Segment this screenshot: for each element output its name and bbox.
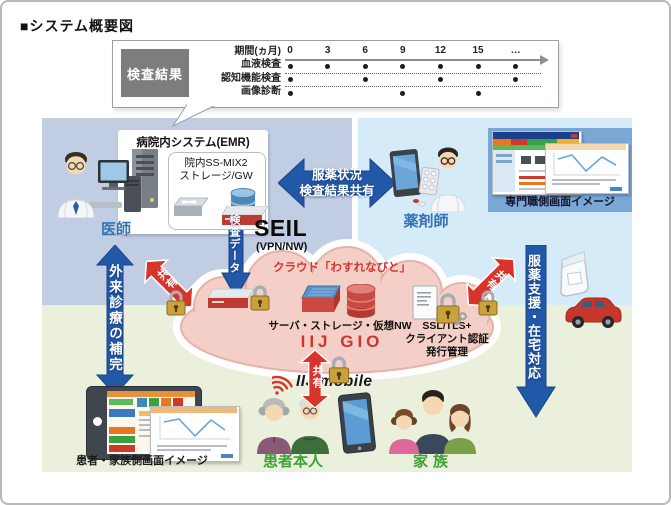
network-switch-icon	[174, 197, 208, 216]
mobile-signal-icon	[272, 375, 293, 395]
pro-chart-line	[553, 153, 620, 176]
timeline-dot	[287, 63, 293, 69]
callout-tail	[172, 104, 218, 127]
cloud-infra-label: サーバ・ストレージ・仮想NW	[268, 320, 412, 332]
patient-chart-line	[159, 416, 231, 440]
family-label: 家族	[412, 453, 453, 470]
timeline-column-label: 3	[324, 45, 331, 56]
cloud-router-icon	[208, 288, 254, 308]
ssmix-line2: ストレージ/GW	[179, 169, 253, 182]
exam-results-callout: 検査結果 期間(ヵ月) 0 3 6 9 12 15 … 血液検査認知機能検査画像診断	[112, 40, 559, 108]
pro-screen-caption: 専門職側画面イメージ	[505, 196, 615, 208]
patient-label: 患者本人	[262, 453, 323, 470]
exam-results-label: 検査結果	[121, 49, 189, 97]
seil-label: SEIL	[254, 215, 308, 241]
medication-share-arrow-label: 服薬状況 検査結果共有	[278, 167, 396, 199]
timeline-separator	[285, 72, 541, 74]
outpatient-flow-arrow	[95, 245, 135, 395]
emr-system-title: 病院内システム(EMR)	[136, 137, 250, 149]
home-tablet-icon	[337, 392, 376, 454]
timeline-column-label: 9	[400, 45, 406, 56]
outpatient-flow-label: 外来診療の補完	[107, 264, 122, 373]
seil-sub-label: (VPN/NW)	[256, 241, 308, 253]
patient-chart-window	[150, 406, 240, 462]
pharmacist-label: 薬剤師	[403, 213, 449, 230]
padlock-icon	[478, 290, 498, 316]
exam-data-arrow-label: 検査データ	[228, 214, 240, 274]
timeline-separator	[285, 86, 541, 88]
padlock-icon	[166, 290, 186, 316]
certificate-icon	[412, 285, 438, 320]
share-arrow-bottom-label: 共有	[311, 365, 323, 389]
medication-share-arrow	[278, 157, 396, 209]
timeline-axis-arrow-icon	[540, 55, 549, 65]
patient-screen-caption: 患者・家族側画面イメージ	[76, 455, 208, 467]
timeline-row-label: 血液検査	[241, 59, 281, 71]
timeline-dot	[400, 63, 406, 69]
timeline-dot	[362, 77, 368, 82]
share-arrow-bottom: 共有	[296, 349, 334, 414]
page-title: ■システム概要図	[20, 18, 135, 34]
pro-screen-chart-window	[545, 143, 629, 194]
share-arrow-right: 共有	[455, 246, 527, 318]
pharmacist-illustration	[389, 147, 466, 212]
timeline-period-label: 期間(ヵ月)	[234, 46, 281, 57]
ssl-line3: 発行管理	[426, 346, 468, 358]
timeline-dot	[362, 63, 368, 69]
timeline-row-label: 認知機能検査	[221, 72, 281, 84]
medicine-bag-icon	[560, 250, 589, 297]
seil-router-icon	[222, 206, 268, 225]
timeline-dot	[437, 77, 443, 82]
padlock-icon	[328, 356, 350, 384]
homecare-flow-label: 服薬支援・在宅対応	[526, 254, 541, 380]
exam-timeline: 期間(ヵ月) 0 3 6 9 12 15 … 血液検査認知機能検査画像診断	[113, 41, 558, 107]
timeline-column-label: 12	[434, 45, 446, 56]
timeline-column-label: 6	[362, 45, 368, 56]
timeline-dot	[287, 90, 293, 96]
ssmix-line1: 院内SS-MIX2	[184, 157, 248, 169]
timeline-dot	[437, 63, 443, 69]
share-arrow-right-shape	[466, 257, 516, 307]
ssmix-storage-label: 院内SS-MIX2 ストレージ/GW	[168, 157, 264, 182]
timeline-column-label: 15	[472, 45, 484, 56]
share-arrow-line1: 服薬状況	[311, 168, 362, 182]
cloud-storage-icon	[346, 284, 376, 318]
cloud-server-icon	[301, 285, 341, 312]
cloud-title: クラウド「わすれなびと」	[273, 262, 411, 274]
doctor-illustration	[57, 152, 141, 218]
ssl-padlock-key-icon	[436, 293, 467, 326]
timeline-dot	[400, 90, 406, 96]
homecare-flow-arrow	[516, 245, 556, 418]
timeline-column-label: 0	[287, 45, 293, 56]
timeline-dot	[287, 77, 293, 82]
padlock-icon	[250, 285, 270, 311]
timeline-axis	[285, 59, 541, 61]
timeline-column-label: …	[510, 45, 521, 56]
car-icon	[565, 297, 622, 328]
timeline-row-label: 画像診断	[241, 86, 281, 98]
timeline-dot	[513, 63, 519, 69]
timeline-dot	[475, 63, 481, 69]
timeline-dot	[325, 63, 331, 69]
iij-gio-logo: IIJ GIO	[300, 332, 384, 351]
ssl-line2: クライアント認証	[405, 333, 489, 345]
share-arrow-line2: 検査結果共有	[299, 184, 375, 198]
timeline-dot	[475, 90, 481, 96]
timeline-dot	[513, 77, 519, 82]
family-illustration	[389, 390, 476, 454]
doctor-label: 医師	[100, 221, 131, 238]
